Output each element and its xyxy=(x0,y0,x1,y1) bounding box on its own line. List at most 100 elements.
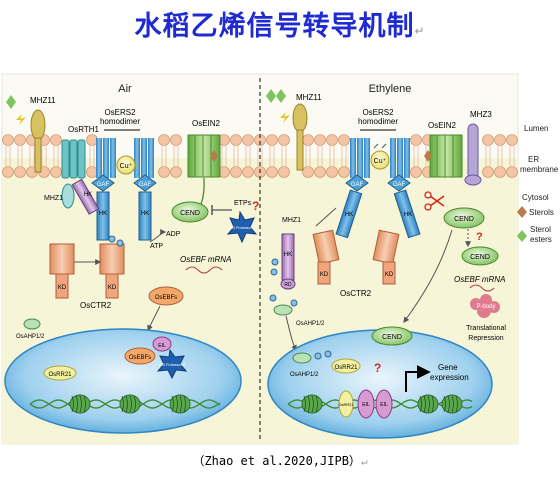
dna-left xyxy=(29,394,221,414)
membrane-bead-upper xyxy=(242,134,254,146)
cend-label-right-2: CEND xyxy=(470,254,490,261)
nucleosome-wrap xyxy=(175,395,178,413)
hk-mhz1-label-left: HK xyxy=(84,192,92,198)
kd-label-left-2: KD xyxy=(108,285,117,291)
nucleosome xyxy=(119,394,141,414)
membrane-bead-lower xyxy=(410,166,422,178)
gaf-domain-left-2 xyxy=(133,174,157,192)
atp-arrow xyxy=(149,229,167,243)
osrth1-tail xyxy=(61,183,75,209)
osebf-mrna-label-right: OsEBF mRNA xyxy=(454,275,505,284)
mhz1-inhibit-line xyxy=(315,207,337,227)
osrth1-label: OsRTH1 xyxy=(68,125,100,134)
nucleosome-wrap xyxy=(75,395,78,413)
mhz11-protein xyxy=(30,109,46,141)
gene-expression-arrow xyxy=(405,365,431,392)
osctr2-left xyxy=(49,243,125,299)
osein2-label-left: OsEIN2 xyxy=(192,119,221,128)
nucleosome-wrap xyxy=(451,395,454,413)
membrane-tail xyxy=(509,146,515,166)
membrane-bead-lower xyxy=(2,166,14,178)
question-mark-right: ? xyxy=(476,231,483,243)
osrr21-label-left: OsRR21 xyxy=(48,372,72,378)
nucleosome-wrap xyxy=(171,395,174,413)
membrane-tail xyxy=(329,146,335,166)
membrane-tail xyxy=(341,146,347,166)
mhz3-label: MHZ3 xyxy=(470,110,492,119)
nucleosome-wrap xyxy=(121,395,124,413)
mhz11-protein-right xyxy=(292,103,308,133)
osrth1-protein xyxy=(61,139,86,179)
membrane-bead-lower xyxy=(278,166,290,178)
membrane-tail xyxy=(173,146,179,166)
membrane-bead-upper xyxy=(482,134,494,146)
cend-label-left: CEND xyxy=(180,210,200,217)
mhz11-label-left: MHZ11 xyxy=(30,96,56,105)
membrane-tail xyxy=(53,146,59,166)
gaf-label-left-1: GAF xyxy=(97,182,110,188)
membrane-bead-lower xyxy=(494,166,506,178)
p-body xyxy=(470,294,500,318)
copper-ion-left xyxy=(116,155,136,175)
phosphate-left-1 xyxy=(108,235,116,243)
scissors-ring-2 xyxy=(424,203,432,211)
nucleosome-wrap xyxy=(183,395,186,413)
gaf-domain-right-1 xyxy=(345,174,369,192)
hk-domain-left-1 xyxy=(96,191,110,241)
osrr21-label-right: OsRR21 xyxy=(334,365,358,371)
left-panel: MHZ11 OsRTH1 OsERS2 homodimer Cu⁺ GAF GA… xyxy=(4,95,259,434)
mhz1-label-right: MHZ1 xyxy=(282,217,301,224)
legend-sterol: Sterol xyxy=(530,225,551,234)
sterol-icon-right xyxy=(424,150,432,162)
membrane-bead-upper xyxy=(158,134,170,146)
membrane-bead-lower xyxy=(302,166,314,178)
cend-right-2 xyxy=(461,246,499,266)
eil-label-right-2: EIL xyxy=(380,402,388,408)
nucleosome-wrap xyxy=(129,395,132,413)
ethylene-icon xyxy=(276,89,286,103)
sterol-ester-icon xyxy=(517,230,527,242)
membrane-tail xyxy=(89,146,95,166)
adp-label: ADP xyxy=(166,231,181,238)
membrane-tail xyxy=(5,146,11,166)
membrane-bead-upper xyxy=(50,134,62,146)
cend-right xyxy=(443,207,485,229)
membrane-bead-upper xyxy=(86,134,98,146)
repression-label: Repression xyxy=(468,335,504,342)
membrane-bead-lower xyxy=(242,166,254,178)
question-mark-left: ? xyxy=(252,199,259,213)
hk-domain-right-1 xyxy=(335,189,363,239)
membrane-tail xyxy=(41,146,47,166)
cu-label-right: Cu⁺ xyxy=(374,158,387,165)
hk-label-left-2: HK xyxy=(141,211,149,217)
membrane-bead-lower xyxy=(506,166,518,178)
nucleosome-wrap xyxy=(79,395,82,413)
lightning-icon xyxy=(16,114,26,125)
hk-domain-right-2 xyxy=(393,189,421,239)
membrane-bead-upper xyxy=(506,134,518,146)
osebfs-cytosol xyxy=(148,286,184,306)
right-panel: MHZ11 OsERS2 homodimer Cu⁺ GAF GAF HK HK… xyxy=(266,89,506,439)
mrna-squiggle-right xyxy=(469,284,495,292)
legend-cytosol: Cytosol xyxy=(522,193,549,202)
membrane-tail xyxy=(413,146,419,166)
hk-label-left-1: HK xyxy=(99,211,107,217)
osctr2-label-right: OsCTR2 xyxy=(340,289,372,298)
gaf-label-right-1: GAF xyxy=(351,182,364,188)
nucleosome-wrap xyxy=(315,395,318,413)
nucleosome xyxy=(441,394,463,414)
membrane-tail xyxy=(17,146,23,166)
mhz11-stem-right xyxy=(296,129,304,171)
nucleosome-wrap xyxy=(431,395,434,413)
legend-er: ER xyxy=(528,155,539,164)
nucleus-left xyxy=(4,328,242,434)
osrr21-left xyxy=(43,365,77,381)
legend-esters: esters xyxy=(530,235,552,244)
ebf-nuclear-arrow xyxy=(147,305,161,332)
mrna-squiggle-left xyxy=(185,266,223,274)
nucleosome xyxy=(417,394,439,414)
nucleus-right xyxy=(267,329,493,439)
membrane-bead-upper xyxy=(2,134,14,146)
ethylene-heading: Ethylene xyxy=(369,83,412,95)
eil-label-left: EIL xyxy=(158,343,166,349)
